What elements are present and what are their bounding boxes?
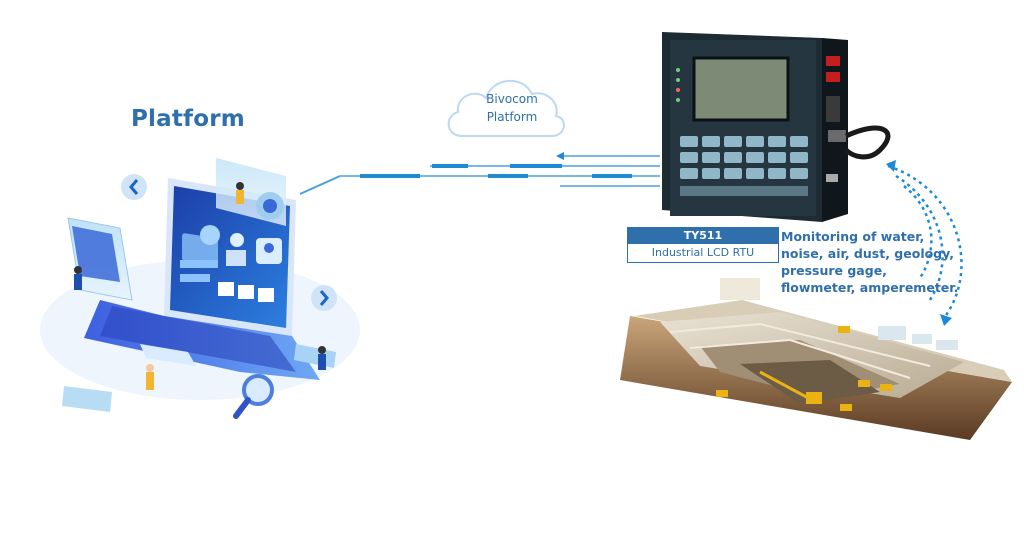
platform-heading: Platform [131, 106, 245, 132]
laptop-illustration [40, 158, 360, 419]
cloud-label-line1: Bivocom [486, 92, 538, 106]
device-label: TY511 Industrial LCD RTU [627, 227, 779, 263]
cloud-icon [447, 79, 565, 137]
device-model: TY511 [628, 228, 778, 244]
monitoring-line: noise, air, dust, geology, [781, 246, 955, 261]
monitoring-description: Monitoring of water, noise, air, dust, g… [781, 228, 961, 296]
monitoring-line: flowmeter, amperemeter. [781, 280, 959, 295]
rtu-device [662, 32, 891, 222]
cloud-label-line2: Platform [486, 110, 538, 124]
wireless-signal-icon [887, 164, 963, 319]
cloud-label: Bivocom Platform [472, 90, 552, 126]
device-type: Industrial LCD RTU [651, 246, 755, 259]
mining-site-illustration [620, 278, 1012, 440]
connection-links [299, 152, 660, 195]
monitoring-line: pressure gage, [781, 263, 887, 278]
monitoring-line: Monitoring of water, [781, 229, 925, 244]
